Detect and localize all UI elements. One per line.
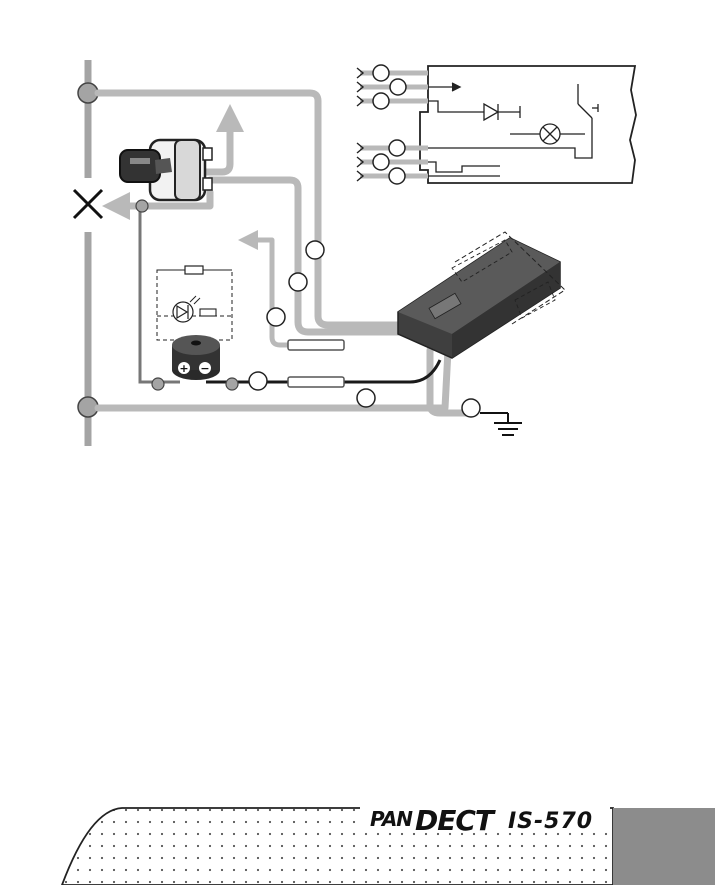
buzzer-plus-label: + [179,362,188,375]
led-icon [173,296,216,322]
fuse-2 [288,377,344,387]
control-module-icon [398,232,565,358]
corner-tab [613,808,715,885]
callout-a [306,241,324,259]
callout-c [267,308,285,326]
resistor-icon [157,266,232,274]
callout-f [462,399,480,417]
callout-e [357,389,375,407]
brand-name-part2: DECT [415,804,496,837]
brand-name-part1: PAN [370,807,413,831]
ground-icon [480,413,522,435]
ignition-key-switch-icon [120,140,212,200]
input-callouts [373,65,406,184]
buzzer-icon: + − [172,335,220,380]
fuse-1 [288,340,344,350]
callout-b [289,273,307,291]
callout-d [249,372,267,390]
indicator-group [157,266,232,340]
brand-model: IS-570 [508,809,593,834]
buzzer-minus-label: − [200,362,209,375]
wire-break-icon [74,190,102,218]
vehicle-circuit-block [357,65,636,184]
